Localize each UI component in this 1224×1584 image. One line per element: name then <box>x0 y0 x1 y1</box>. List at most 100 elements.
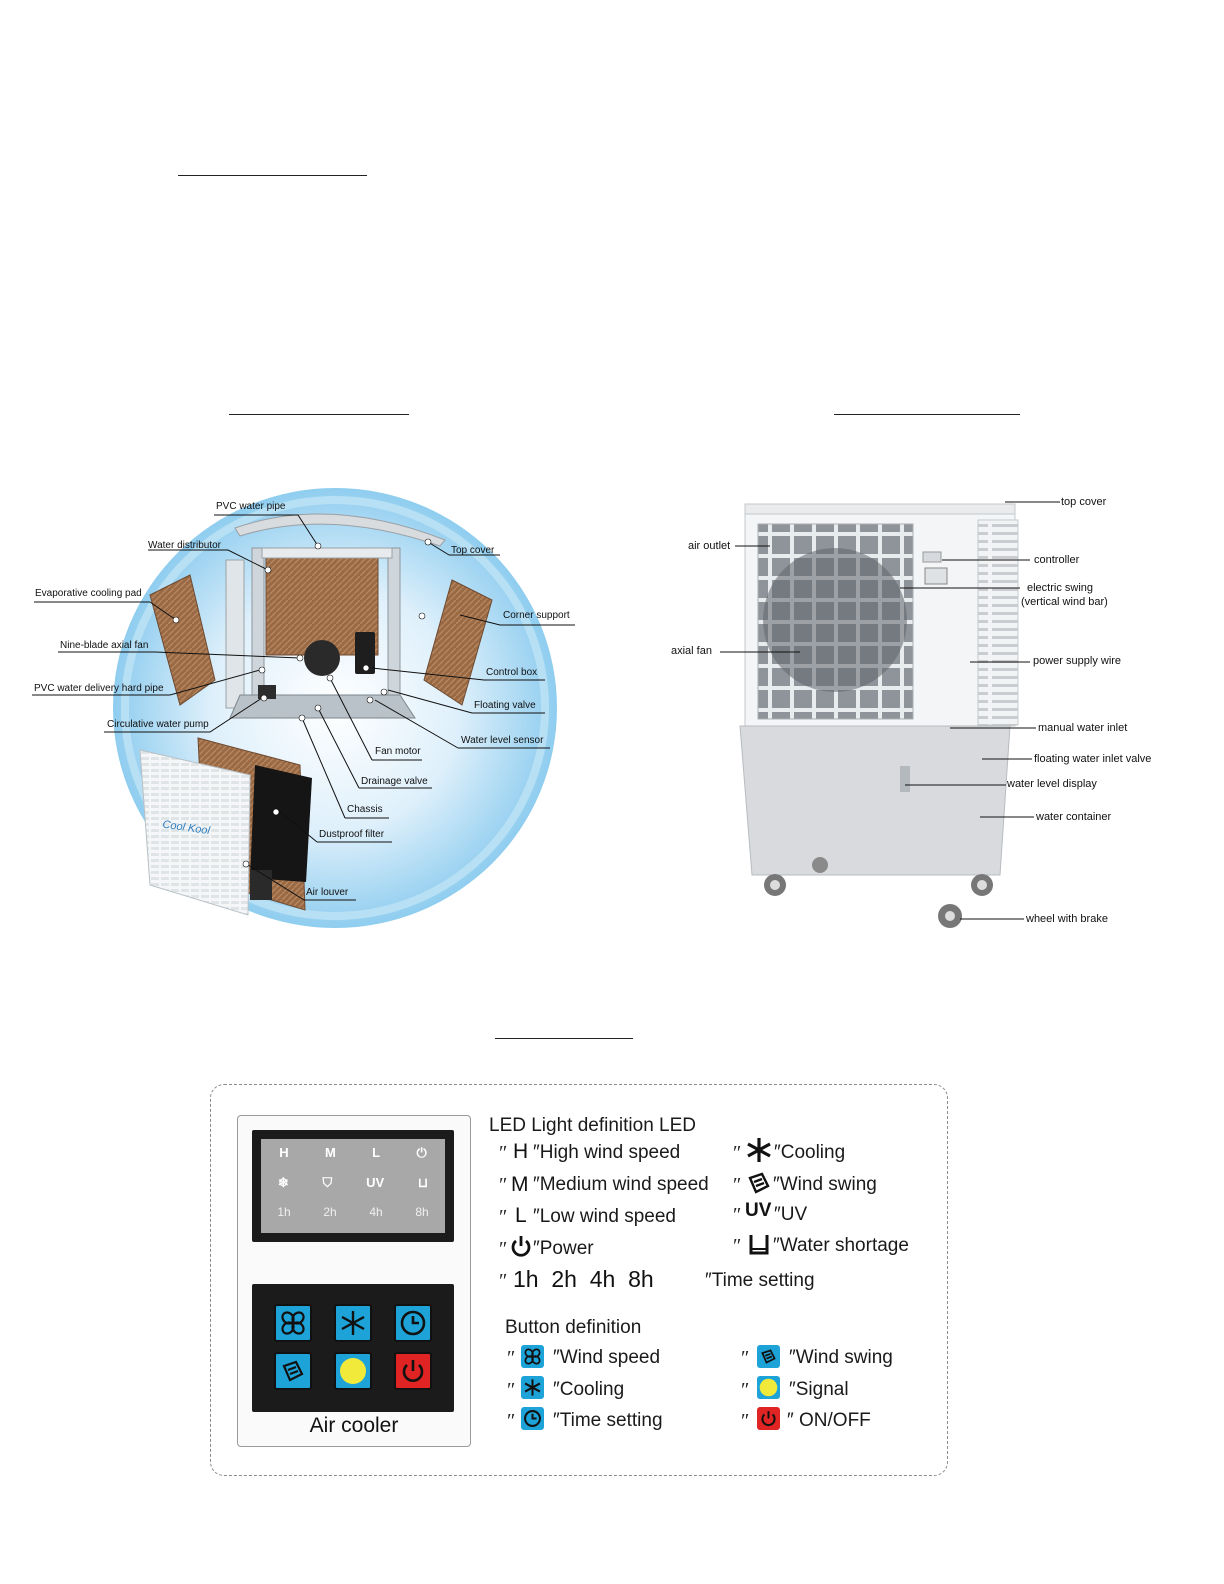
product-view-figure: top cover air outlet controller electric… <box>660 490 1180 940</box>
label-corner-support: Corner support <box>503 610 570 621</box>
right-cooling-pad <box>423 579 493 706</box>
led-heading: LED Light definition LED <box>489 1115 697 1136</box>
fan-blade-circle <box>763 548 907 692</box>
water-shortage-text: ″Water shortage <box>773 1235 909 1256</box>
medium-wind-speed-text: ″Medium wind speed <box>533 1174 709 1195</box>
label-dustproof-filter: Dustproof filter <box>319 829 385 840</box>
legend-on-off-icon <box>757 1407 780 1430</box>
h-glyph: H <box>513 1140 529 1163</box>
label-water-level-display: water level display <box>1007 778 1097 790</box>
water-shortage-glyph-icon <box>749 1235 769 1255</box>
label-power-supply-wire: power supply wire <box>1033 655 1122 667</box>
label-top-cover-r: top cover <box>1061 496 1107 508</box>
label-pvc-water-delivery-hard-pipe: PVC water delivery hard pipe <box>34 683 164 694</box>
button-pad <box>252 1284 454 1412</box>
clock-icon <box>400 1310 426 1336</box>
led-uv: UV <box>366 1175 385 1190</box>
label-floating-water-inlet-valve: floating water inlet valve <box>1034 753 1152 765</box>
label-controller: controller <box>1034 554 1080 566</box>
frame-post-left <box>251 547 265 709</box>
section-heading-rule-structure <box>229 414 409 415</box>
wind-swing-text: ″Wind swing <box>773 1174 877 1195</box>
product-illustration <box>720 501 1060 928</box>
led-1h: 1h <box>277 1205 291 1219</box>
dustproof-filter-shape <box>250 765 312 882</box>
legend-cooling-text: ″Cooling <box>553 1379 625 1400</box>
device-name: Air cooler <box>309 1414 399 1437</box>
snowflake-icon <box>524 1379 541 1396</box>
time-setting-text: ″Time setting <box>705 1270 815 1291</box>
power-glyph-icon <box>511 1236 531 1257</box>
legend-wind-swing-text: ″Wind swing <box>789 1347 893 1368</box>
clock-icon <box>524 1410 541 1427</box>
snowflake-icon <box>341 1311 365 1335</box>
signal-button[interactable] <box>334 1352 372 1390</box>
label-evaporative-cooling-pad: Evaporative cooling pad <box>35 588 142 599</box>
cooling-glyph-icon <box>747 1138 771 1162</box>
power-button[interactable] <box>394 1352 432 1390</box>
legend-cooling-icon <box>521 1376 544 1399</box>
label-pvc-water-pipe: PVC water pipe <box>216 501 286 512</box>
led-display-frame: H M L ⏻ ❄ ⛉ UV ⊔ 1h 2h 4h 8h <box>252 1130 454 1242</box>
button-heading: Button definition <box>505 1317 642 1338</box>
power-icon <box>761 1411 776 1427</box>
signal-light-icon <box>759 1378 778 1397</box>
air-louver-shape <box>139 749 251 916</box>
legend-time-setting-icon <box>521 1407 544 1430</box>
axial-fan-hub <box>304 640 340 676</box>
time-setting-button[interactable] <box>394 1304 432 1342</box>
wind-swing-button[interactable] <box>274 1352 312 1390</box>
led-2h: 2h <box>323 1205 337 1219</box>
label-control-box: Control box <box>486 667 538 678</box>
high-wind-speed-text: ″High wind speed <box>533 1142 681 1163</box>
fan-icon <box>281 1311 305 1335</box>
control-box-shape <box>355 632 375 674</box>
cooling-text: ″Cooling <box>774 1142 846 1163</box>
legend-wind-speed-text: ″Wind speed <box>553 1347 661 1368</box>
swing-glyph-icon <box>748 1172 770 1194</box>
section-heading-rule-control-panel <box>495 1038 633 1039</box>
frame-post-right <box>387 547 401 709</box>
section-heading-rule-top <box>178 175 367 176</box>
label-air-louver: Air louver <box>306 887 349 898</box>
legend-time-setting-text: ″Time setting <box>553 1410 663 1431</box>
legend-signal-text: ″Signal <box>789 1379 849 1400</box>
label-electric-swing: electric swing <box>1027 582 1094 594</box>
uv-text: ″UV <box>774 1204 808 1225</box>
label-drainage-valve: Drainage valve <box>361 776 428 787</box>
swing-icon <box>282 1360 304 1382</box>
label-electric-swing-sub: (vertical wind bar) <box>1021 596 1108 608</box>
control-panel-box: H M L ⏻ ❄ ⛉ UV ⊔ 1h 2h 4h 8h <box>210 1084 948 1476</box>
label-nine-blade-axial-fan: Nine-blade axial fan <box>60 640 149 651</box>
led-4h: 4h <box>369 1205 383 1219</box>
label-water-distributor: Water distributor <box>148 540 221 551</box>
left-cooling-pad <box>149 574 216 706</box>
led-power-icon: ⏻ <box>416 1145 427 1160</box>
water-tank <box>739 725 1011 876</box>
section-heading-rule-appearance <box>834 414 1020 415</box>
label-chassis: Chassis <box>347 804 383 815</box>
led-8h: 8h <box>415 1205 429 1219</box>
label-manual-water-inlet: manual water inlet <box>1038 722 1128 734</box>
cooling-button[interactable] <box>334 1304 372 1342</box>
label-floating-valve: Floating valve <box>474 700 536 711</box>
low-wind-speed-text: ″Low wind speed <box>533 1206 676 1227</box>
signal-light-icon <box>340 1358 366 1384</box>
power-icon <box>402 1360 424 1382</box>
led-m: M <box>324 1145 336 1160</box>
legend-signal-icon <box>757 1376 780 1399</box>
label-axial-fan: axial fan <box>671 645 712 657</box>
chassis-tray <box>229 694 416 719</box>
led-h: H <box>279 1145 289 1160</box>
side-vents <box>977 519 1019 726</box>
l-glyph: L <box>515 1204 527 1227</box>
swing-icon <box>761 1349 776 1364</box>
label-fan-motor: Fan motor <box>375 746 421 757</box>
wind-speed-button[interactable] <box>274 1304 312 1342</box>
label-water-container: water container <box>1036 811 1112 823</box>
exploded-view-figure: Cool Kool <box>0 480 600 950</box>
led-swing-icon: ⛉ <box>322 1175 333 1190</box>
controller-box <box>924 567 948 585</box>
legend-wind-speed-icon <box>521 1345 544 1368</box>
power-text: ″Power <box>533 1238 594 1259</box>
